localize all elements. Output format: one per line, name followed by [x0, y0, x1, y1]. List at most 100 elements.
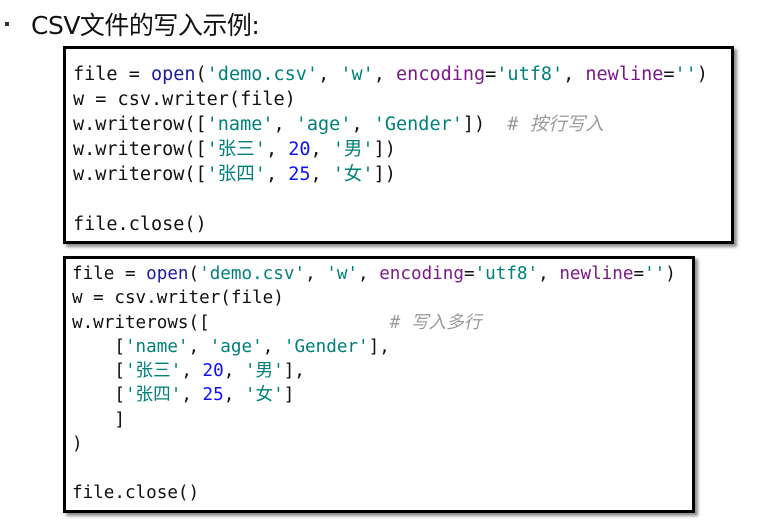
code-content: file = open('demo.csv', 'w', encoding='u…: [72, 262, 692, 505]
keyword-argument: newline: [559, 264, 634, 284]
code-line: ): [72, 432, 692, 456]
code-line: file.close(): [72, 481, 692, 505]
string-literal: 'demo.csv': [206, 64, 319, 85]
code-text: ): [665, 264, 676, 284]
code-content: file = open('demo.csv', 'w', encoding='u…: [73, 62, 731, 237]
slide-title: CSV文件的写入示例:: [31, 11, 260, 40]
string-literal: 'age': [209, 336, 263, 357]
code-text: ]): [462, 114, 508, 135]
string-literal: 'name': [124, 336, 189, 357]
code-text: =: [633, 264, 645, 284]
code-line: [73, 187, 731, 212]
string-literal: '张四': [206, 164, 266, 185]
code-text: file =: [72, 264, 147, 284]
string-literal: '': [644, 264, 666, 284]
code-text: ]: [283, 385, 295, 406]
code-text: ,: [273, 114, 296, 135]
code-text: ,: [223, 361, 245, 382]
code-text: ,: [188, 336, 210, 357]
code-text: ]): [373, 139, 396, 160]
code-text: w = csv.writer(file): [73, 89, 296, 110]
string-literal: '女': [332, 164, 374, 185]
string-literal: '': [674, 64, 697, 85]
code-line: ['张四', 25, '女']: [72, 383, 692, 407]
code-line: [72, 456, 692, 480]
code-text: ]: [72, 409, 125, 430]
code-line: ['张三', 20, '男'],: [72, 359, 692, 383]
code-line: ['name', 'age', 'Gender'],: [72, 335, 692, 359]
keyword-argument: encoding: [379, 264, 464, 284]
string-literal: 'name': [206, 114, 274, 135]
builtin-function: open: [150, 64, 196, 85]
code-line: w.writerow(['张四', 25, '女']): [73, 162, 731, 187]
code-text: [73, 189, 84, 210]
code-text: ,: [262, 336, 284, 357]
code-text: file.close(): [73, 214, 207, 235]
code-text: ,: [358, 264, 380, 284]
string-literal: 'Gender': [283, 336, 369, 357]
code-line: file = open('demo.csv', 'w', encoding='u…: [72, 262, 692, 286]
number-literal: 25: [202, 385, 224, 406]
bullet-marker: [5, 22, 9, 26]
string-literal: '男': [332, 139, 374, 160]
number-literal: 25: [288, 164, 311, 185]
code-text: ,: [223, 385, 245, 406]
code-text: ,: [373, 64, 397, 85]
code-line: w.writerows([ # 写入多行: [72, 311, 692, 335]
code-block-writerow: file = open('demo.csv', 'w', encoding='u…: [63, 46, 734, 244]
code-text: ,: [310, 139, 333, 160]
code-text: (: [195, 64, 207, 85]
code-text: ,: [265, 139, 289, 160]
string-literal: '张三': [124, 361, 182, 382]
string-literal: 'w': [340, 64, 374, 85]
code-line: w.writerow(['张三', 20, '男']): [73, 137, 731, 162]
string-literal: 'w': [326, 264, 359, 284]
code-text: ): [72, 434, 83, 455]
keyword-argument: encoding: [396, 64, 486, 85]
code-text: ,: [351, 114, 374, 135]
code-line: w.writerow(['name', 'age', 'Gender']) # …: [73, 112, 731, 137]
number-literal: 20: [288, 139, 311, 160]
code-text: =: [463, 264, 475, 284]
code-text: ]): [373, 164, 396, 185]
code-text: [72, 458, 83, 478]
code-text: ,: [181, 385, 203, 406]
builtin-function: open: [146, 264, 189, 284]
code-text: [: [72, 361, 125, 382]
string-literal: '女': [244, 385, 284, 406]
code-text: ],: [368, 336, 390, 357]
code-line: file = open('demo.csv', 'w', encoding='u…: [73, 62, 731, 87]
string-literal: 'Gender': [373, 114, 463, 135]
code-line: ]: [72, 408, 692, 432]
code-line: w = csv.writer(file): [73, 87, 731, 112]
code-text: [: [72, 336, 125, 357]
code-text: [: [72, 385, 125, 406]
code-text: w.writerows([: [72, 312, 390, 333]
code-text: ,: [305, 264, 327, 284]
code-text: ): [696, 64, 708, 85]
code-text: =: [485, 64, 497, 85]
code-text: ,: [318, 64, 341, 85]
code-text: ,: [310, 164, 333, 185]
code-text: w.writerow([: [73, 164, 207, 185]
code-comment: # 按行写入: [507, 114, 604, 135]
code-block-writerows: file = open('demo.csv', 'w', encoding='u…: [63, 256, 695, 513]
string-literal: '张三': [206, 139, 266, 160]
code-line: w = csv.writer(file): [72, 286, 692, 310]
code-text: w.writerow([: [73, 139, 207, 160]
code-text: file.close(): [72, 482, 200, 503]
code-text: file =: [73, 64, 151, 85]
keyword-argument: newline: [585, 64, 664, 85]
code-comment: # 写入多行: [389, 312, 482, 333]
string-literal: '张四': [124, 385, 182, 406]
string-literal: '男': [244, 361, 284, 382]
code-text: ,: [181, 361, 203, 382]
number-literal: 20: [202, 361, 224, 382]
code-line: file.close(): [73, 212, 731, 237]
string-literal: 'demo.csv': [199, 264, 306, 284]
string-literal: 'utf8': [474, 264, 539, 284]
code-text: =: [663, 64, 675, 85]
code-text: ],: [283, 361, 305, 382]
string-literal: 'age': [295, 114, 352, 135]
code-text: ,: [265, 164, 289, 185]
